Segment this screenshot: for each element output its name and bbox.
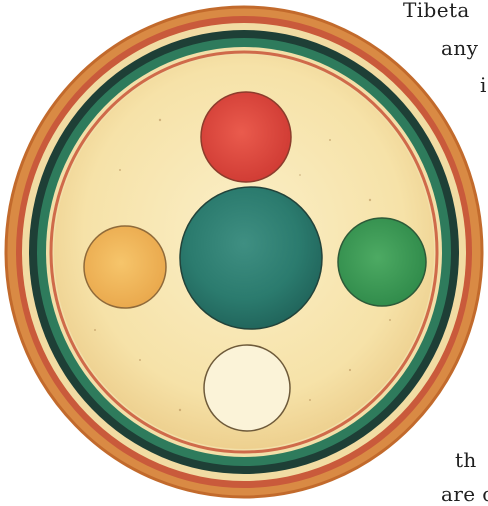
center-teal-circle <box>180 187 322 329</box>
bottom-white-circle <box>204 345 290 431</box>
right-green-circle <box>338 218 426 306</box>
top-red-circle <box>201 92 291 182</box>
left-orange-circle <box>84 226 166 308</box>
